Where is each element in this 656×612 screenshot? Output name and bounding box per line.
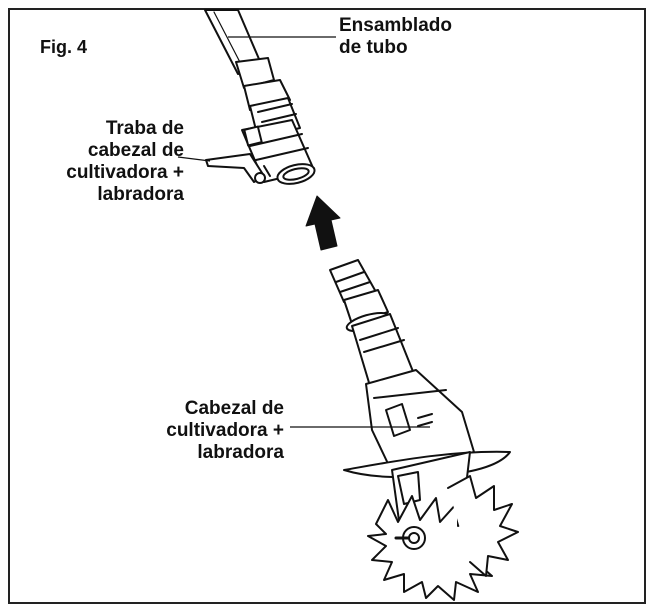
- insert-direction-arrow: [305, 195, 341, 251]
- back-tines: [447, 475, 519, 577]
- head-lock-label-line1: Traba de: [105, 118, 184, 139]
- head-lock-lever: [205, 153, 266, 184]
- figure-frame: [8, 8, 646, 604]
- tiller-head-label-line1: Cabezal de: [184, 398, 284, 419]
- tube-assembly: [204, 9, 316, 185]
- head-lock-leader: [177, 156, 211, 162]
- tiller-head-label-line2: cultivadora +: [166, 420, 284, 441]
- tiller-head-label: Cabezal de cultivadora + labradora: [158, 398, 284, 464]
- tube-assembly-label-line2: de tubo: [339, 37, 408, 58]
- tiller-head: [329, 259, 511, 529]
- figure-label: Fig. 4: [40, 37, 88, 57]
- head-lock-label-line4: labradora: [97, 184, 184, 205]
- head-lock-label-line2: cabezal de: [87, 140, 184, 161]
- head-lock-label: Traba de cabezal de cultivadora + labrad…: [60, 118, 184, 206]
- tube-assembly-label: Ensamblado de tubo: [339, 15, 452, 59]
- tube-assembly-label-line1: Ensamblado: [339, 15, 452, 36]
- head-lock-label-line3: cultivadora +: [66, 162, 184, 183]
- tiller-head-label-line3: labradora: [197, 442, 284, 463]
